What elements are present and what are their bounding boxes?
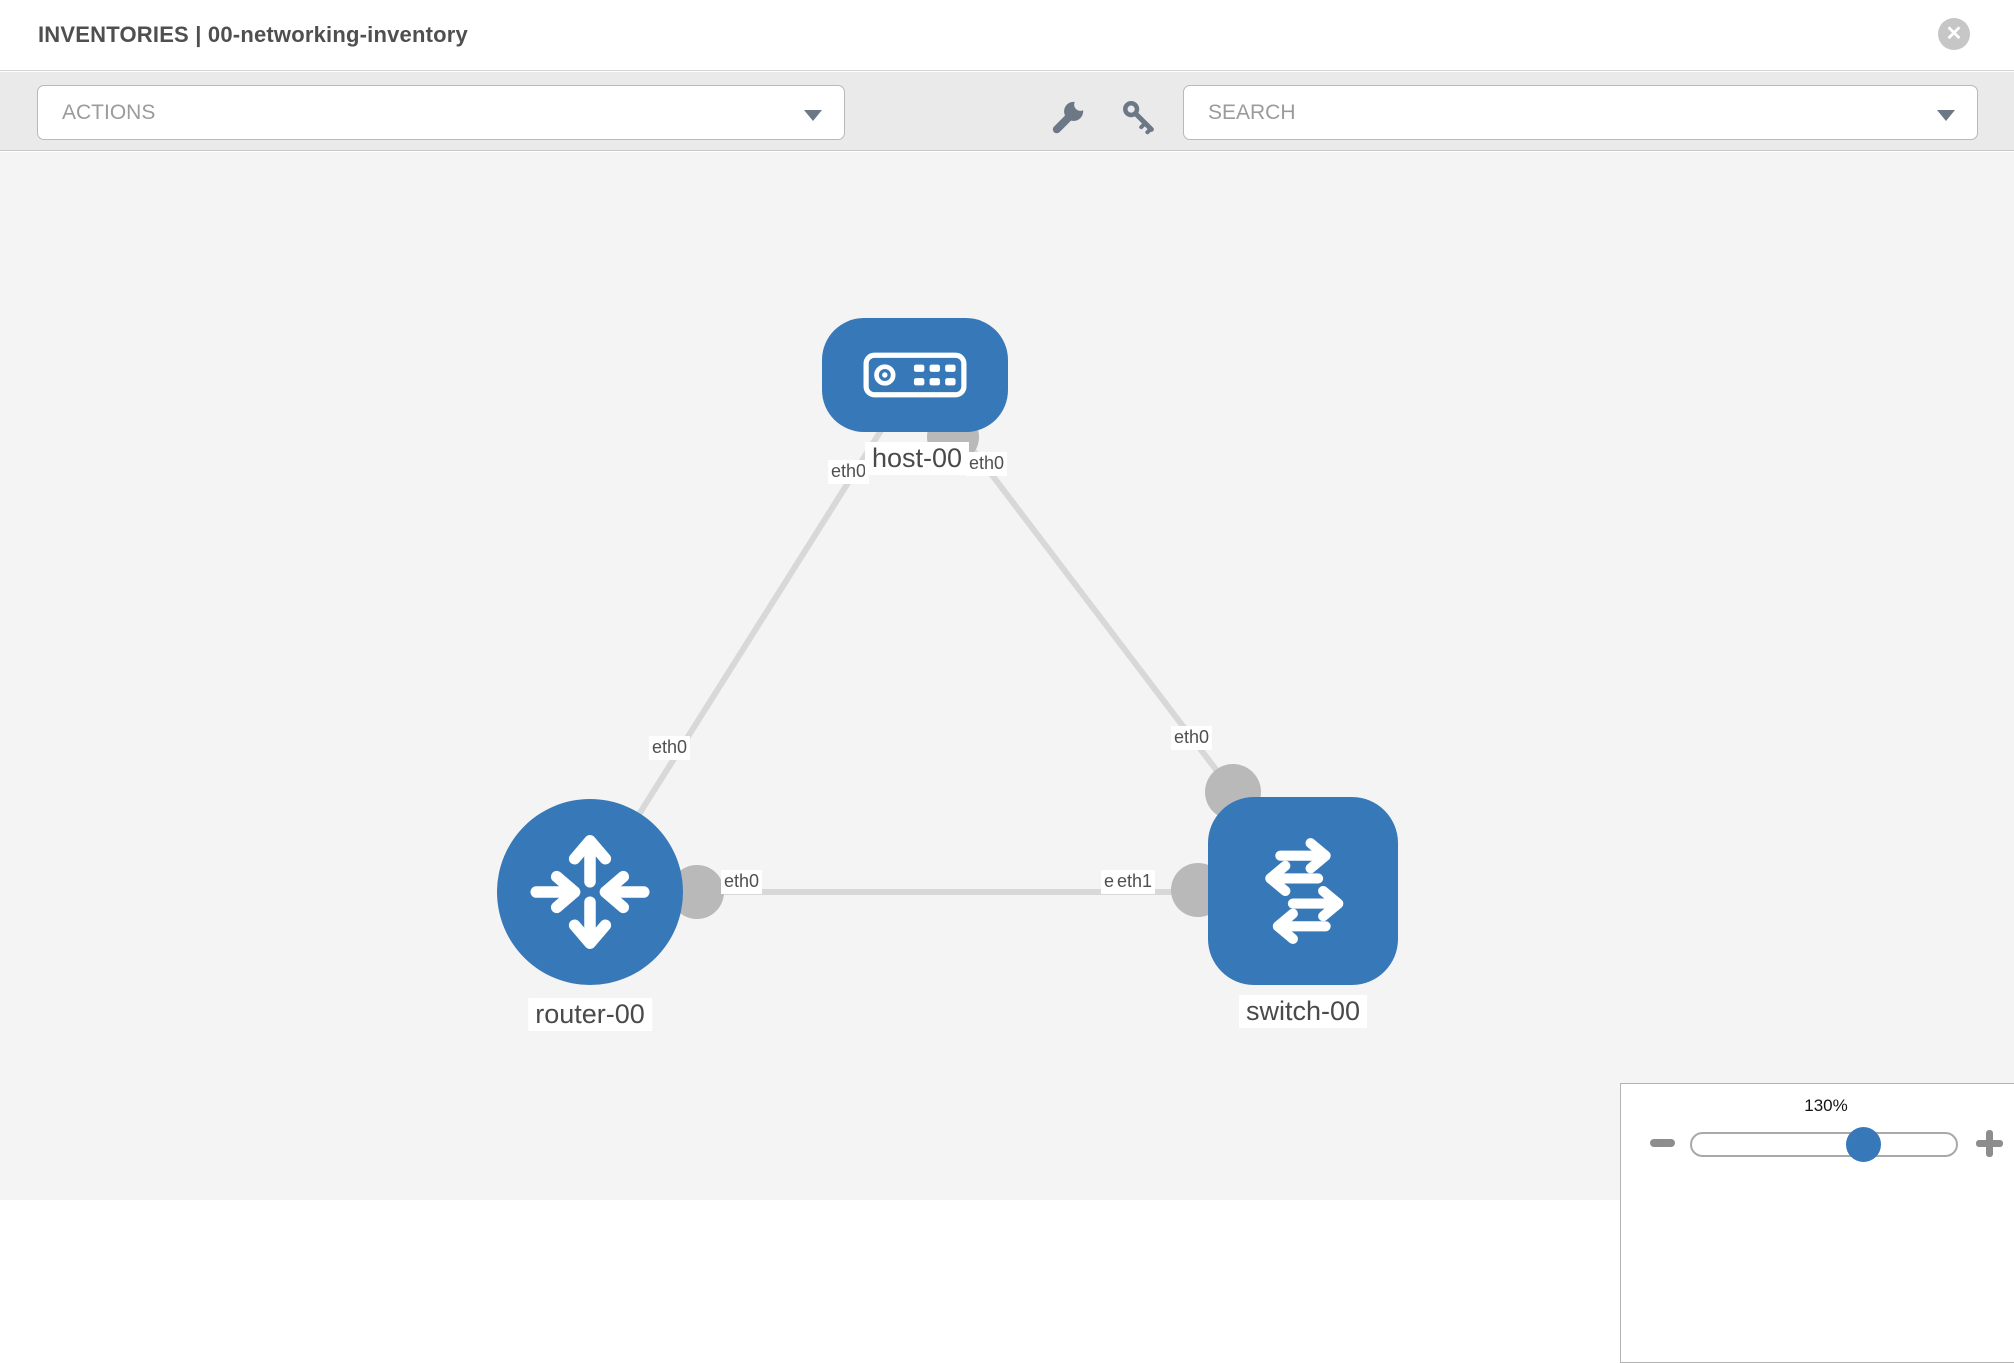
server-icon xyxy=(863,352,967,398)
node-switch-00[interactable] xyxy=(1208,797,1398,985)
search-dropdown[interactable]: SEARCH xyxy=(1183,85,1978,140)
node-label-switch: switch-00 xyxy=(1238,995,1368,1028)
node-label-host: host-00 xyxy=(864,442,970,475)
actions-dropdown[interactable]: ACTIONS xyxy=(37,85,845,140)
configure-button[interactable] xyxy=(1049,98,1087,136)
node-host-00[interactable] xyxy=(822,318,1008,432)
close-icon: ✕ xyxy=(1945,22,1963,45)
search-dropdown-label: SEARCH xyxy=(1208,100,1296,124)
page-title: INVENTORIES | 00-networking-inventory xyxy=(38,22,468,47)
router-arrows-icon xyxy=(530,835,650,949)
header-bar: INVENTORIES | 00-networking-inventory ✕ xyxy=(0,0,2014,71)
links-layer xyxy=(587,373,1236,895)
if-label-router-uplink: eth0 xyxy=(649,736,691,760)
chevron-down-icon xyxy=(1937,110,1955,121)
credentials-button[interactable] xyxy=(1120,98,1158,136)
actions-dropdown-label: ACTIONS xyxy=(62,100,156,124)
node-label-router: router-00 xyxy=(528,998,652,1031)
zoom-control-panel: 130% xyxy=(1620,1083,2014,1363)
zoom-in-button[interactable] xyxy=(1976,1130,2003,1157)
zoom-slider-track[interactable] xyxy=(1690,1132,1958,1157)
zoom-slider-handle[interactable] xyxy=(1846,1127,1881,1162)
close-button[interactable]: ✕ xyxy=(1938,18,1970,50)
if-label-switch-uplink: eth0 xyxy=(1171,726,1213,750)
if-label-router-lan: eth0 xyxy=(721,870,763,894)
node-router-00[interactable] xyxy=(497,799,683,985)
zoom-out-button[interactable] xyxy=(1650,1139,1675,1147)
if-label-host-eth0-right: eth0 xyxy=(966,452,1008,476)
wrench-icon xyxy=(1052,99,1086,134)
key-icon xyxy=(1123,101,1154,135)
chevron-down-icon xyxy=(804,110,822,121)
if-label-host-eth0-left: eth0 xyxy=(828,460,870,484)
zoom-percentage: 130% xyxy=(1804,1096,1848,1115)
topology-canvas[interactable]: host-00 router-00 switch-00 eth0 eth0 et… xyxy=(0,152,2014,1363)
toolbar: ACTIONS SEARCH xyxy=(0,72,2014,151)
switch-arrows-icon xyxy=(1265,838,1344,944)
if-label-switch-lan: eth1 xyxy=(1114,870,1156,894)
plus-icon xyxy=(1986,1130,1993,1157)
